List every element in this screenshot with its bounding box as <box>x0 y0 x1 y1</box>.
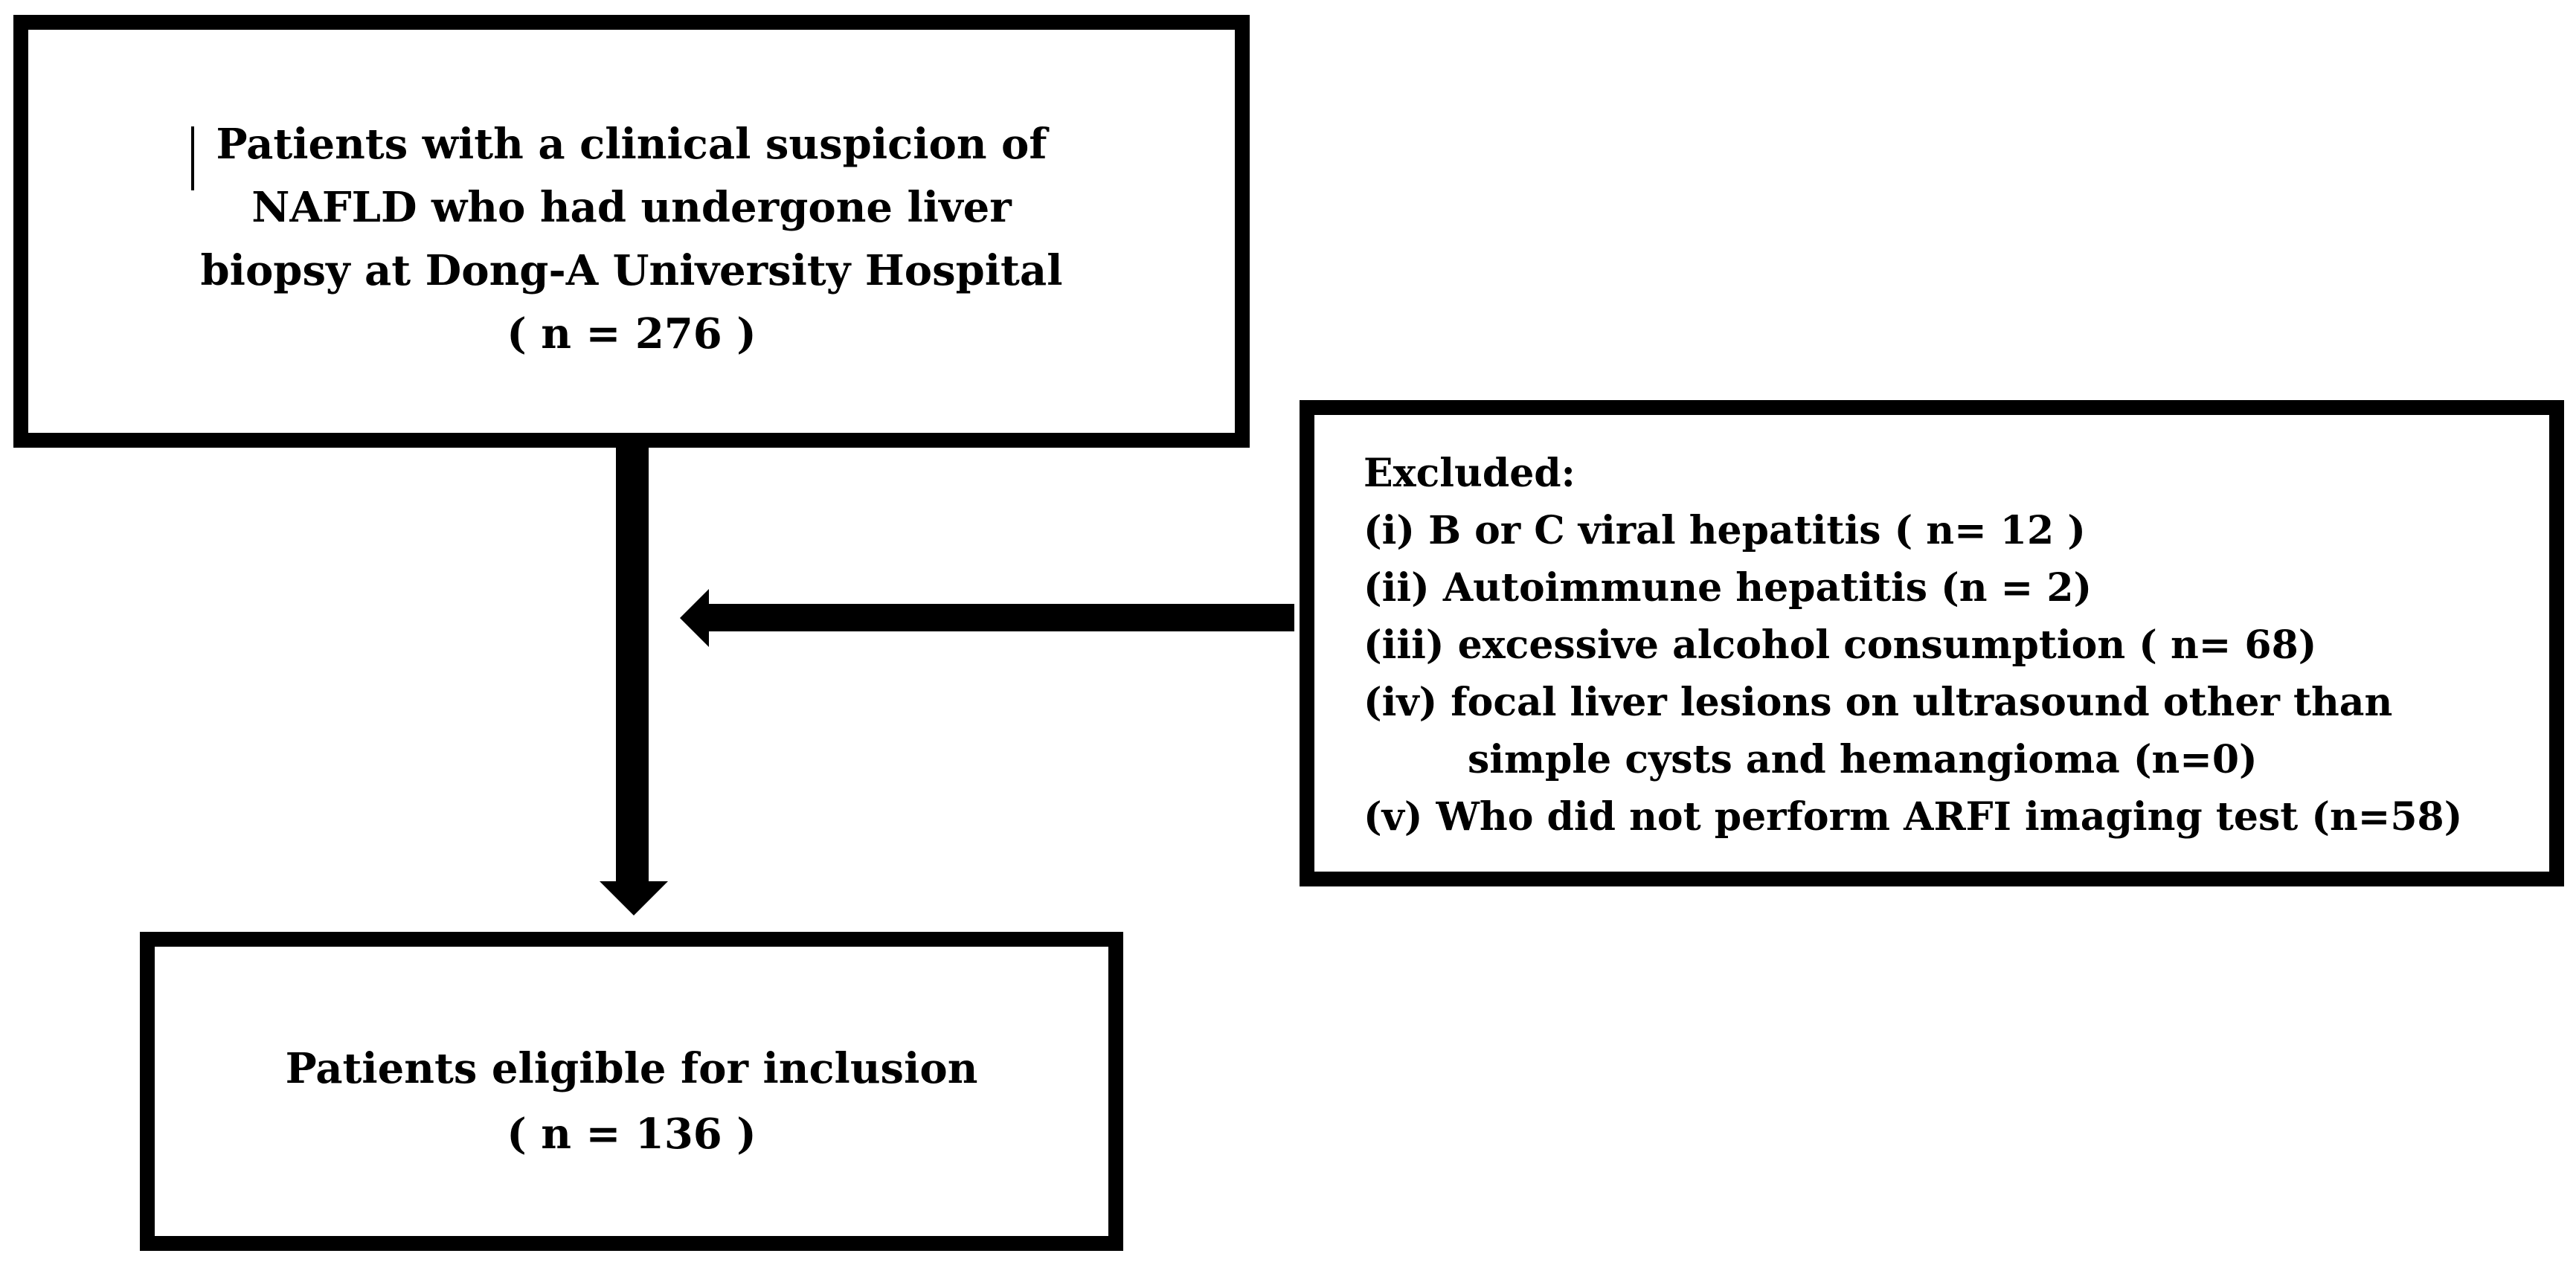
box-text-line: Patients eligible for inclusion <box>285 1043 978 1093</box>
text-cursor-artifact <box>191 126 194 190</box>
excluded-item: (iv) focal liver lesions on ultrasound o… <box>1364 680 2393 725</box>
box-text-line: Patients with a clinical suspicion of <box>216 120 1047 169</box>
box-text-line: NAFLD who had undergone liver <box>251 183 1012 232</box>
box-text-line: biopsy at Dong-A University Hospital <box>200 246 1063 295</box>
box-text-line: ( n = 276 ) <box>507 309 757 358</box>
excluded-title: Excluded: <box>1364 451 1576 496</box>
eligible-patients-box: Patients eligible for inclusion ( n = 13… <box>140 932 1123 1251</box>
clinical-suspicion-box: Patients with a clinical suspicion of NA… <box>13 15 1250 448</box>
excluded-item: (i) B or C viral hepatitis ( n= 12 ) <box>1364 508 2086 553</box>
left-arrow-head-icon <box>680 589 709 647</box>
box-text-line: ( n = 136 ) <box>507 1109 757 1159</box>
down-arrow-head-icon <box>600 881 668 915</box>
left-arrow-shaft <box>707 604 1294 631</box>
excluded-item: (iii) excessive alcohol consumption ( n=… <box>1364 622 2317 668</box>
excluded-item: (ii) Autoimmune hepatitis (n = 2) <box>1364 565 2092 611</box>
excluded-box: Excluded: (i) B or C viral hepatitis ( n… <box>1300 400 2564 886</box>
excluded-item-continuation: simple cysts and hemangioma (n=0) <box>1468 737 2258 782</box>
down-arrow-shaft <box>616 446 649 882</box>
excluded-item: (v) Who did not perform ARFI imaging tes… <box>1364 794 2463 840</box>
